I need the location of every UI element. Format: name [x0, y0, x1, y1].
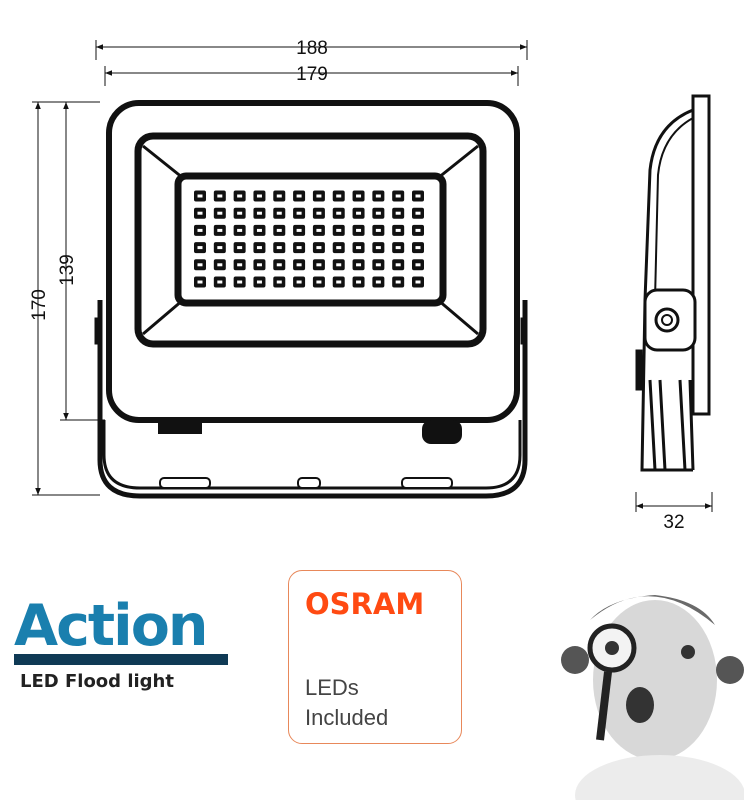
led-chip-lens [395, 211, 401, 215]
led-chip-lens [415, 263, 421, 267]
osram-logo: OSRAM [305, 587, 425, 621]
dimension-width-total [95, 40, 528, 60]
led-chip-lens [375, 246, 381, 250]
led-chip-lens [336, 194, 342, 198]
led-chip-lens [375, 228, 381, 232]
led-chip-lens [276, 211, 282, 215]
led-chip-lens [276, 246, 282, 250]
dimension-label-139: 139 [57, 254, 78, 286]
led-chip-lens [296, 263, 302, 267]
led-chip-lens [415, 280, 421, 284]
floodlight-front-view [94, 100, 528, 499]
led-chip-lens [256, 263, 262, 267]
led-chip-lens [197, 280, 203, 284]
action-logo-text: Action [14, 593, 208, 659]
led-chip-lens [296, 194, 302, 198]
dimension-label-32: 32 [663, 512, 684, 533]
led-chip-lens [197, 194, 203, 198]
led-chip-lens [415, 194, 421, 198]
led-chip-lens [197, 246, 203, 250]
led-chip-lens [237, 246, 243, 250]
osram-caption-line1: LEDs [305, 675, 359, 700]
dimension-depth [635, 492, 713, 512]
action-logo-bar [14, 654, 228, 665]
led-chip-lens [356, 246, 362, 250]
led-chip-lens [296, 228, 302, 232]
dimension-label-188: 188 [296, 38, 328, 59]
led-chip-lens [276, 194, 282, 198]
led-chip-lens [197, 211, 203, 215]
led-chip-lens [217, 263, 223, 267]
dimension-label-179: 179 [296, 64, 328, 85]
led-chip-lens [217, 211, 223, 215]
led-chip-lens [237, 263, 243, 267]
product-subtitle: LED Flood light [20, 671, 174, 692]
led-chip-lens [197, 263, 203, 267]
led-chip-lens [336, 211, 342, 215]
led-chip-lens [256, 228, 262, 232]
dimension-label-170: 170 [29, 289, 50, 321]
led-chip-lens [217, 280, 223, 284]
led-chip-lens [336, 246, 342, 250]
led-chip-lens [415, 246, 421, 250]
led-chip-lens [256, 280, 262, 284]
led-chip-lens [356, 228, 362, 232]
led-chip-lens [237, 280, 243, 284]
osram-caption: LEDs Included [305, 673, 388, 733]
led-chip-lens [395, 246, 401, 250]
led-chip-lens [316, 194, 322, 198]
osram-caption-line2: Included [305, 705, 389, 730]
led-chip-lens [256, 194, 262, 198]
led-chip-lens [395, 263, 401, 267]
led-chip-lens [296, 211, 302, 215]
led-chip-lens [336, 228, 342, 232]
led-chip-lens [395, 228, 401, 232]
child-with-magnifier-photo [561, 595, 744, 800]
action-brand-logo: Action LED Flood light [14, 598, 234, 692]
led-chip-lens [356, 280, 362, 284]
led-chip-lens [316, 228, 322, 232]
led-chip-lens [217, 246, 223, 250]
led-chip-lens [395, 194, 401, 198]
led-chip-lens [276, 228, 282, 232]
floodlight-side-view [635, 94, 711, 472]
led-chip-lens [395, 280, 401, 284]
led-chip-lens [276, 280, 282, 284]
led-chip-lens [316, 263, 322, 267]
led-chip-lens [375, 211, 381, 215]
led-chip-lens [237, 211, 243, 215]
led-chip-lens [336, 263, 342, 267]
led-chip-lens [336, 280, 342, 284]
led-chip-lens [217, 228, 223, 232]
led-chip-lens [356, 194, 362, 198]
led-chip-lens [276, 263, 282, 267]
osram-badge: OSRAM LEDs Included [288, 570, 462, 744]
led-chip-lens [375, 263, 381, 267]
led-chip-lens [356, 263, 362, 267]
led-chip-lens [237, 194, 243, 198]
led-chip-lens [316, 211, 322, 215]
led-chip-lens [296, 280, 302, 284]
led-chip-lens [217, 194, 223, 198]
led-chip-lens [237, 228, 243, 232]
led-chip-lens [296, 246, 302, 250]
led-chip-lens [316, 280, 322, 284]
led-chip-lens [256, 246, 262, 250]
led-chip-lens [316, 246, 322, 250]
led-chip-lens [356, 211, 362, 215]
led-chip-lens [375, 280, 381, 284]
led-chip-lens [415, 228, 421, 232]
dimension-width-body [104, 66, 519, 86]
led-chip-lens [375, 194, 381, 198]
led-chip-lens [256, 211, 262, 215]
led-chip-lens [415, 211, 421, 215]
led-grid [194, 190, 424, 288]
led-chip-lens [197, 228, 203, 232]
